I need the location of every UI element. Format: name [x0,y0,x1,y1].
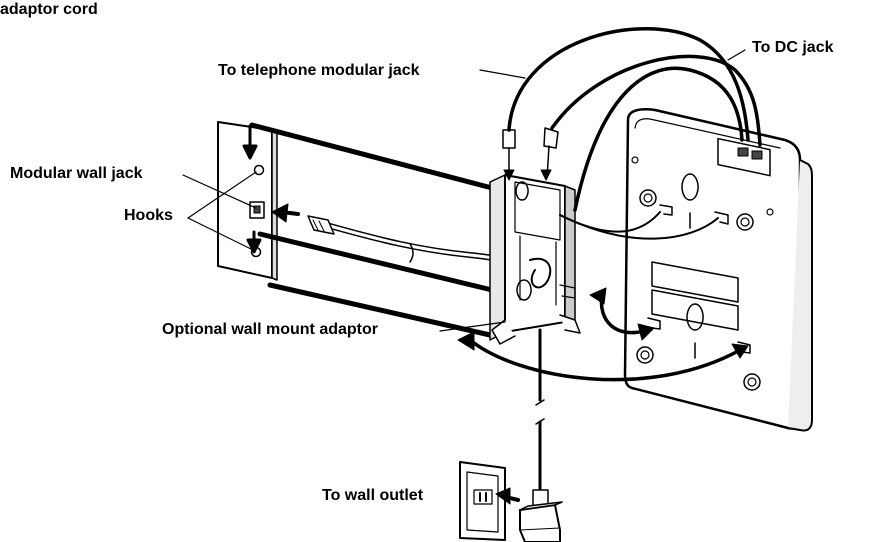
cords-overhead [507,27,762,212]
hook-arrows [242,124,262,254]
hook-alignment-curves [559,211,719,240]
alignment-lines [249,122,495,338]
mounting-arrows [457,287,749,382]
outlet-arrow [495,487,520,505]
modular-cord [307,215,523,271]
label-hooks: Hooks [124,207,173,224]
hook-upper [253,164,265,176]
wall-mount-adaptor [489,174,581,345]
label-adaptor-cord: adaptor cord [0,1,98,18]
label-dc-jack: To DC jack [752,39,834,56]
label-wall-outlet: To wall outlet [322,487,424,504]
insert-arrow [271,203,300,223]
cord-plugs [502,127,559,181]
label-wall-mount-adaptor: Optional wall mount adaptor [162,321,378,338]
wall-outlet [459,461,506,541]
power-cord [532,328,549,507]
label-telephone-modular-jack: To telephone modular jack [218,62,420,79]
dc-jack-panel [717,137,771,177]
label-modular-wall-jack: Modular wall jack [10,165,143,182]
leader-lines [182,49,746,332]
telephone-base [623,108,813,432]
ac-adaptor [519,501,563,542]
